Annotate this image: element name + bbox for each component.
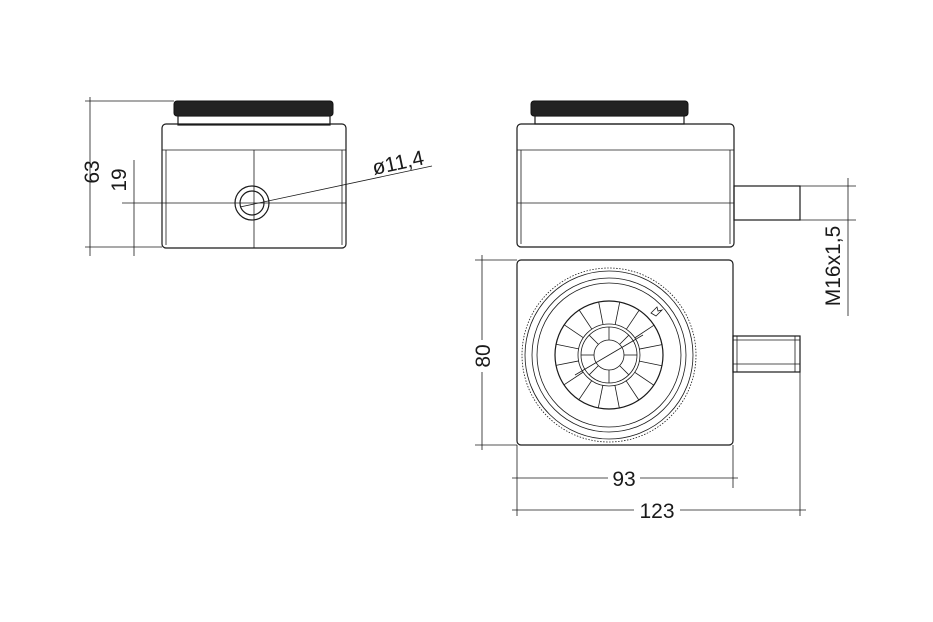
knurled-cap (173, 100, 334, 117)
cable-pipe (732, 335, 801, 373)
lens-segment-line (563, 371, 584, 386)
lens-segment-line (634, 371, 655, 386)
knurled-cap (530, 100, 689, 117)
housing-top (516, 259, 734, 446)
lens-segment-line (625, 380, 640, 401)
lens-segment-line (619, 365, 630, 376)
lens-segment-line (588, 365, 599, 376)
arrow-icon (650, 306, 664, 317)
housing-body (516, 123, 735, 248)
lens-segment-line (634, 324, 655, 339)
lens-segment-line (619, 334, 630, 345)
sensor-lens (554, 300, 664, 410)
lens-segment-line (578, 380, 593, 401)
dimension-label-diameter: ø11,4 (370, 146, 426, 179)
lens-segment-line (639, 360, 663, 367)
lens-segment-line (614, 301, 621, 325)
cap-collar (534, 115, 685, 125)
cable-gland-hole (239, 190, 265, 216)
lens-segment-line (625, 309, 640, 330)
lens-segments (555, 301, 663, 409)
dimension-label-123: 123 (639, 500, 674, 523)
lens-segment-line (639, 344, 663, 350)
dimension-label-thread: M16x1,5 (822, 226, 845, 307)
lens-segment-line (555, 343, 579, 350)
cover-ring (531, 277, 687, 433)
lens-segment-line (578, 309, 593, 330)
lens-segment-line (614, 385, 620, 409)
dimension-label-80: 80 (472, 344, 495, 367)
lens-segment-line (555, 360, 579, 366)
front-view: M16x1,5 (516, 100, 856, 316)
leader-line-diameter (239, 165, 433, 208)
cable-pipe (733, 185, 801, 221)
cable-gland-outer (234, 185, 270, 221)
side-view-left: 63 19 ø11,4 (81, 97, 433, 256)
lens-segment-line (598, 301, 604, 325)
knurled-ring (521, 267, 697, 443)
dimension-label-93: 93 (612, 468, 635, 491)
lens-segment-line (597, 385, 604, 409)
dimension-label-19: 19 (108, 168, 131, 191)
dimension-label-63: 63 (81, 160, 104, 183)
top-view: 80 93 123 (470, 255, 806, 523)
cap-collar (177, 115, 331, 126)
lens-segment-line (588, 334, 599, 345)
lens-segment-line (563, 324, 584, 339)
